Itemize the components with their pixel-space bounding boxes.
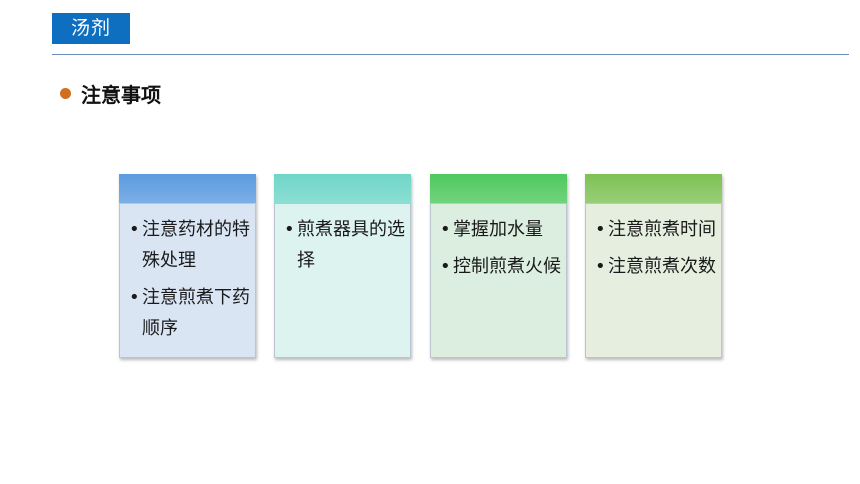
item-text: 注意煎煮时间 <box>608 219 716 240</box>
card-4: • 注意煎煮时间 • 注意煎煮次数 <box>585 174 722 358</box>
list-item: • 掌握加水量 <box>440 214 562 245</box>
list-item: • 注意煎煮次数 <box>595 251 717 282</box>
list-item: • 注意煎煮时间 <box>595 214 717 245</box>
bullet-icon: • <box>595 219 606 240</box>
bullet-icon: • <box>284 219 295 240</box>
bullet-icon: • <box>440 256 451 277</box>
item-text: 掌握加水量 <box>453 219 543 240</box>
card-2: • 煎煮器具的选择 <box>274 174 411 358</box>
item-text: 控制煎煮火候 <box>453 256 561 277</box>
list-item: • 控制煎煮火候 <box>440 251 562 282</box>
bullet-icon: • <box>129 287 140 308</box>
heading-row: 注意事项 <box>60 80 161 107</box>
bullet-icon: • <box>595 256 606 277</box>
card-header <box>585 174 722 203</box>
list-item: • 煎煮器具的选择 <box>284 214 406 276</box>
card-1: • 注意药材的特殊处理 • 注意煎煮下药顺序 <box>119 174 256 358</box>
bullet-icon: • <box>440 219 451 240</box>
card-3: • 掌握加水量 • 控制煎煮火候 <box>430 174 567 358</box>
item-text: 煎煮器具的选择 <box>297 219 405 271</box>
list-item: • 注意煎煮下药顺序 <box>129 282 251 344</box>
bullet-icon: • <box>129 219 140 240</box>
title-divider <box>52 54 849 55</box>
bullet-dot-icon <box>60 87 71 99</box>
card-body: • 掌握加水量 • 控制煎煮火候 <box>430 203 567 358</box>
card-header <box>119 174 256 203</box>
card-body: • 注意药材的特殊处理 • 注意煎煮下药顺序 <box>119 203 256 358</box>
item-text: 注意煎煮下药顺序 <box>142 287 250 339</box>
section-title: 汤剂 <box>52 13 130 44</box>
item-text: 注意药材的特殊处理 <box>142 219 250 271</box>
card-body: • 注意煎煮时间 • 注意煎煮次数 <box>585 203 722 358</box>
card-header <box>430 174 567 203</box>
card-body: • 煎煮器具的选择 <box>274 203 411 358</box>
list-item: • 注意药材的特殊处理 <box>129 214 251 276</box>
heading-text: 注意事项 <box>81 82 161 107</box>
item-text: 注意煎煮次数 <box>608 256 716 277</box>
card-header <box>274 174 411 203</box>
